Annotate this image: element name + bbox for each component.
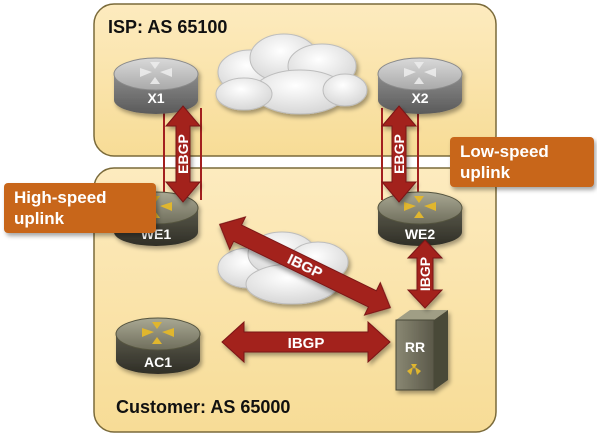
router-we2-icon[interactable]: WE2 <box>377 191 463 246</box>
router-ac1-icon[interactable]: AC1 <box>115 317 201 374</box>
ibgp-arrow-ac1-rr: IBGP <box>221 320 391 364</box>
ibgp-label-ac1-rr: IBGP <box>288 335 325 352</box>
router-x1-icon[interactable]: X1 <box>113 57 199 114</box>
router-we2-label: WE2 <box>405 226 436 242</box>
ebgp-arrow-x2-we2: EBGP <box>380 105 418 203</box>
ibgp-label-we2-rr: IBGP <box>417 257 433 291</box>
ebgp-arrow-x1-we1: EBGP <box>164 105 202 203</box>
isp-cloud-icon <box>215 33 368 115</box>
ebgp-label-x2-we2: EBGP <box>391 134 407 174</box>
route-reflector-rr-icon[interactable]: RR <box>395 310 448 391</box>
router-ac1-label: AC1 <box>144 354 172 370</box>
router-x1-label: X1 <box>147 90 164 106</box>
router-x2-label: X2 <box>411 90 428 106</box>
low-speed-uplink-callout: Low-speed uplink <box>450 137 594 187</box>
high-speed-uplink-callout: High-speed uplink <box>4 183 156 233</box>
route-reflector-rr-label: RR <box>405 339 425 355</box>
router-x2-icon[interactable]: X2 <box>377 57 463 114</box>
customer-zone-label: Customer: AS 65000 <box>116 397 290 417</box>
ibgp-arrow-we2-rr: IBGP <box>406 239 444 309</box>
ebgp-label-x1-we1: EBGP <box>175 134 191 174</box>
isp-zone-label: ISP: AS 65100 <box>108 17 227 37</box>
